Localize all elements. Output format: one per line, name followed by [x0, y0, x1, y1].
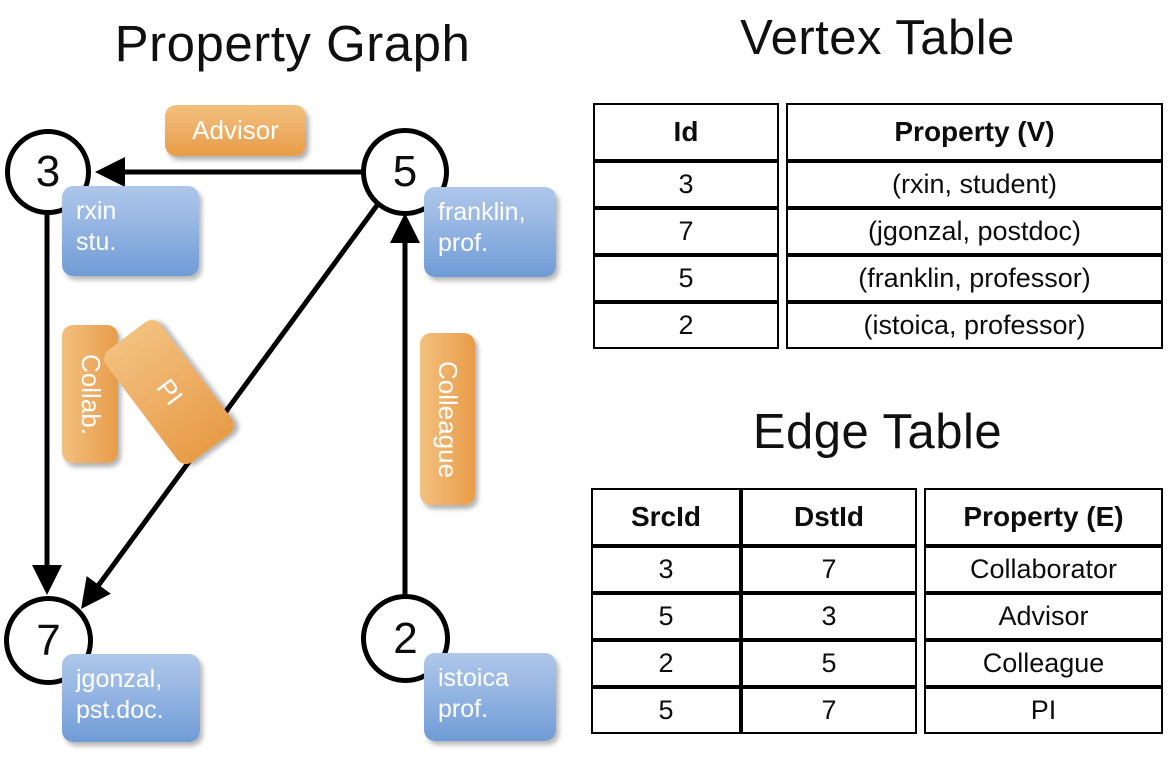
edge-src-cell: 5 — [591, 687, 741, 734]
node-property-line: jgonzal, — [76, 665, 163, 693]
edge-label-colleague: Colleague — [420, 333, 475, 505]
edge-table-header-dstid: DstId — [741, 488, 917, 546]
page-title-vertex-table: Vertex Table — [740, 11, 1015, 65]
column-gap — [917, 687, 924, 734]
edge-label-collab: Collab. — [62, 325, 118, 463]
edge-label-advisor: Advisor — [165, 105, 306, 156]
column-gap — [917, 640, 924, 687]
table-row: 3 7 Collaborator — [591, 546, 1163, 593]
column-gap — [779, 302, 786, 349]
vertex-property-cell: (franklin, professor) — [786, 255, 1163, 302]
edge-property-cell: Advisor — [924, 593, 1163, 640]
node-property-callout-2: istoica prof. — [424, 653, 556, 741]
table-row: 2 (istoica, professor) — [593, 302, 1163, 349]
edge-table-header-srcid: SrcId — [591, 488, 741, 546]
edge-src-cell: 5 — [591, 593, 741, 640]
edge-dst-cell: 3 — [741, 593, 917, 640]
column-gap — [917, 546, 924, 593]
edge-property-cell: Collaborator — [924, 546, 1163, 593]
table-row: 7 (jgonzal, postdoc) — [593, 208, 1163, 255]
column-gap — [917, 593, 924, 640]
column-gap — [779, 161, 786, 208]
graph-edge-5-to-7 — [81, 202, 381, 610]
page-title-property-graph: Property Graph — [114, 15, 471, 72]
vertex-table-header-property: Property (V) — [786, 103, 1163, 161]
graph-node-2[interactable]: 2 — [361, 594, 450, 683]
table-row: 2 5 Colleague — [591, 640, 1163, 687]
column-gap — [779, 255, 786, 302]
vertex-id-cell: 2 — [593, 302, 779, 349]
table-row: 5 7 PI — [591, 687, 1163, 734]
node-property-line: prof. — [438, 695, 489, 724]
table-row: 5 3 Advisor — [591, 593, 1163, 640]
edge-property-cell: PI — [924, 687, 1163, 734]
edge-label-text: PI — [150, 372, 189, 411]
vertex-table: Id Property (V) 3 (rxin, student) 7 (jgo… — [593, 103, 1163, 349]
edge-table-header-property: Property (E) — [924, 488, 1163, 546]
node-property-callout-5: franklin, prof. — [424, 187, 556, 277]
vertex-property-cell: (jgonzal, postdoc) — [786, 208, 1163, 255]
edge-label-text: Collab. — [75, 353, 106, 435]
node-property-line: pst.doc. — [76, 696, 164, 725]
edge-dst-cell: 5 — [741, 640, 917, 687]
edge-src-cell: 3 — [591, 546, 741, 593]
vertex-property-cell: (istoica, professor) — [786, 302, 1163, 349]
table-row: 5 (franklin, professor) — [593, 255, 1163, 302]
edge-label-text: Colleague — [433, 360, 463, 478]
edge-dst-cell: 7 — [741, 687, 917, 734]
vertex-table-header-row: Id Property (V) — [593, 103, 1163, 161]
node-property-callout-3: rxin stu. — [62, 186, 199, 276]
graph-node-5[interactable]: 5 — [361, 128, 449, 216]
vertex-table-header-id: Id — [593, 103, 779, 161]
node-property-line: franklin, — [438, 198, 526, 226]
edge-dst-cell: 7 — [741, 546, 917, 593]
column-gap — [779, 103, 786, 161]
vertex-property-cell: (rxin, student) — [786, 161, 1163, 208]
edge-table: SrcId DstId Property (E) 3 7 Collaborato… — [591, 488, 1163, 734]
node-property-line: stu. — [76, 228, 117, 257]
page-title-edge-table: Edge Table — [752, 405, 1003, 459]
node-property-line: prof. — [438, 229, 489, 258]
node-property-line: istoica — [438, 664, 509, 692]
edge-label-text: Advisor — [192, 115, 279, 145]
node-property-line: rxin — [76, 197, 117, 225]
node-property-callout-7: jgonzal, pst.doc. — [62, 654, 200, 742]
vertex-id-cell: 3 — [593, 161, 779, 208]
edge-property-cell: Colleague — [924, 640, 1163, 687]
edge-src-cell: 2 — [591, 640, 741, 687]
table-row: 3 (rxin, student) — [593, 161, 1163, 208]
column-gap — [779, 208, 786, 255]
vertex-id-cell: 7 — [593, 208, 779, 255]
graph-edges-canvas — [32, 157, 420, 610]
vertex-id-cell: 5 — [593, 255, 779, 302]
column-gap — [917, 488, 924, 546]
edge-table-header-row: SrcId DstId Property (E) — [591, 488, 1163, 546]
